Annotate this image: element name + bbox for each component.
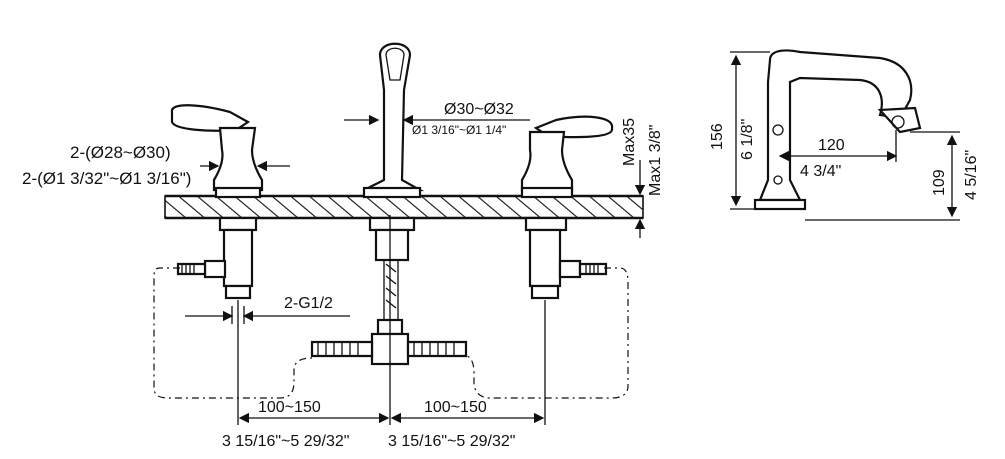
spacing-right-mm-label: 100~150: [424, 399, 487, 416]
mixing-tee: [310, 318, 468, 366]
spout: [362, 42, 425, 320]
spout-hole-in-label: Ø1 3/16"~Ø1 1/4": [412, 123, 506, 137]
spacing-right-in-label: 3 15/16"~5 29/32": [388, 433, 515, 450]
spacing-left-in-label: 3 15/16"~5 29/32": [222, 433, 349, 450]
spacing-left-mm-label: 100~150: [258, 399, 321, 416]
handle-hole-mm-label: 2-(Ø28~Ø30): [70, 143, 171, 162]
height-in-label: 6 1/8": [739, 119, 756, 160]
handle-hole-in-label: 2-(Ø1 3/32"~Ø1 3/16"): [22, 169, 191, 188]
spout-hole-mm-label: Ø30~Ø32: [444, 101, 514, 118]
max-thickness-mm-label: Max35: [621, 118, 638, 166]
reach-mm-label: 120: [818, 137, 845, 154]
spout-height-mm-label: 109: [931, 169, 948, 196]
side-view: [730, 49, 960, 221]
dimension-lines: [185, 114, 646, 425]
reach-in-label: 4 3/4": [800, 163, 841, 180]
left-handle-valve: [170, 104, 264, 300]
hose-right: [465, 267, 629, 399]
spout-height-in-label: 4 5/16": [963, 150, 980, 200]
height-mm-label: 156: [709, 123, 726, 150]
countertop: [164, 194, 644, 220]
max-thickness-in-label: Max1 3/8": [647, 125, 664, 197]
thread-label: 2-G1/2: [284, 295, 333, 312]
hose-left: [153, 267, 313, 399]
right-handle-valve: [520, 115, 614, 300]
